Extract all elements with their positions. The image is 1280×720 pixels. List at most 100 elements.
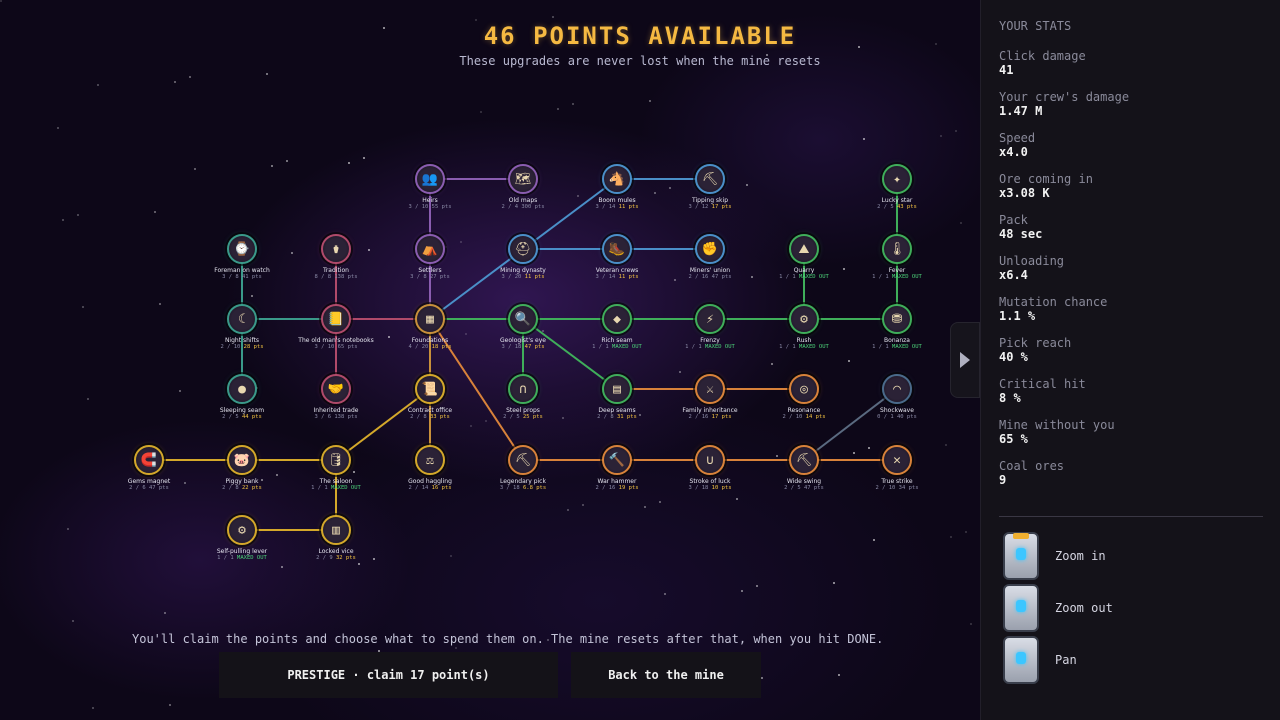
upgrade-icon-ring[interactable]: 🗺 [508,164,538,194]
upgrade-icon-ring[interactable]: 🧲 [134,445,164,475]
upgrade-icon-ring[interactable]: ⛏ [508,445,538,475]
upgrade-icon-ring[interactable]: ▤ [602,374,632,404]
star [368,249,370,251]
upgrade-icon-ring[interactable]: ∪ [695,445,725,475]
sleeping-seam-icon: ● [238,381,246,397]
upgrade-icon-ring[interactable]: ◆ [602,304,632,334]
upgrade-icon-ring[interactable]: ⚙ [789,304,819,334]
upgrade-icon-ring[interactable]: ⚙ [227,515,257,545]
upgrade-name: The old man's notebooks [298,337,374,344]
upgrade-icon-ring[interactable]: 🔨 [602,445,632,475]
zoom-in-button[interactable]: Zoom in [1003,531,1243,581]
upgrade-cost: 34 pts [898,485,919,491]
upgrade-icon-ring[interactable]: ⛑ [508,234,538,264]
upgrade-icon-ring[interactable]: ⚔ [695,374,725,404]
upgrade-cost: MAXED OUT [612,344,642,350]
upgrade-icon-ring[interactable]: 🤝 [321,374,351,404]
upgrade-icon-ring[interactable]: ⌚ [227,234,257,264]
upgrade-icon-ring[interactable]: 🛢 [321,445,351,475]
upgrade-icon-ring[interactable]: ✕ [882,445,912,475]
upgrade-icon-ring[interactable]: ⛏ [695,164,725,194]
zoom-out-button[interactable]: Zoom out [1003,583,1243,633]
upgrade-icon-ring[interactable]: ⚡ [695,304,725,334]
upgrade-icon-ring[interactable]: ⛏ [789,445,819,475]
prestige-button[interactable]: PRESTIGE · claim 17 point(s) [219,652,558,698]
upgrade-icon-ring[interactable]: ▥ [321,515,351,545]
upgrade-icon-ring[interactable]: ∩ [508,374,538,404]
upgrade-icon-ring[interactable]: 👥 [415,164,445,194]
upgrade-icon-ring[interactable]: ☾ [227,304,257,334]
upgrade-level-count: 2 / 8 [597,414,617,420]
upgrade-icon-ring[interactable]: 🥾 [602,234,632,264]
upgrade-icon-ring[interactable]: ⚖ [415,445,445,475]
upgrade-icon-ring[interactable]: 🌡 [882,234,912,264]
upgrade-icon-ring[interactable]: 🐷 [227,445,257,475]
upgrade-icon-ring[interactable]: ⛰ [789,234,819,264]
upgrade-icon-ring[interactable]: ⚱ [321,234,351,264]
back-to-mine-button[interactable]: Back to the mine [571,652,761,698]
upgrade-icon-ring[interactable]: 🐴 [602,164,632,194]
upgrade-icon-ring[interactable]: ✊ [695,234,725,264]
settlers-icon: ⛺ [421,241,439,257]
upgrade-cost: 17 pts [711,414,732,420]
upgrade-icon-ring[interactable]: ⛺ [415,234,445,264]
upgrade-icon-ring[interactable]: ▦ [415,304,445,334]
upgrade-level: 1 / 1 MAXED OUT [557,344,677,350]
upgrade-icon-ring[interactable]: ✦ [882,164,912,194]
sidebar-toggle-button[interactable] [950,322,980,398]
locked-vice-icon: ▥ [332,522,340,538]
upgrade-level-count: 1 / 1 [685,344,706,350]
upgrade-icon-ring[interactable]: ◎ [789,374,819,404]
upgrade-icon-ring[interactable]: ◠ [882,374,912,404]
upgrade-icon-ring[interactable]: ● [227,374,257,404]
upgrade-icon-ring[interactable]: ⛃ [882,304,912,334]
pan-button[interactable]: Pan [1003,635,1243,685]
upgrade-icon-ring[interactable]: 📜 [415,374,445,404]
star [97,84,99,86]
upgrade-icon-ring[interactable]: 🔍 [508,304,538,334]
upgrade-icon-ring[interactable]: 📒 [321,304,351,334]
upgrade-level: 3 / 6 138 pts [276,414,396,420]
